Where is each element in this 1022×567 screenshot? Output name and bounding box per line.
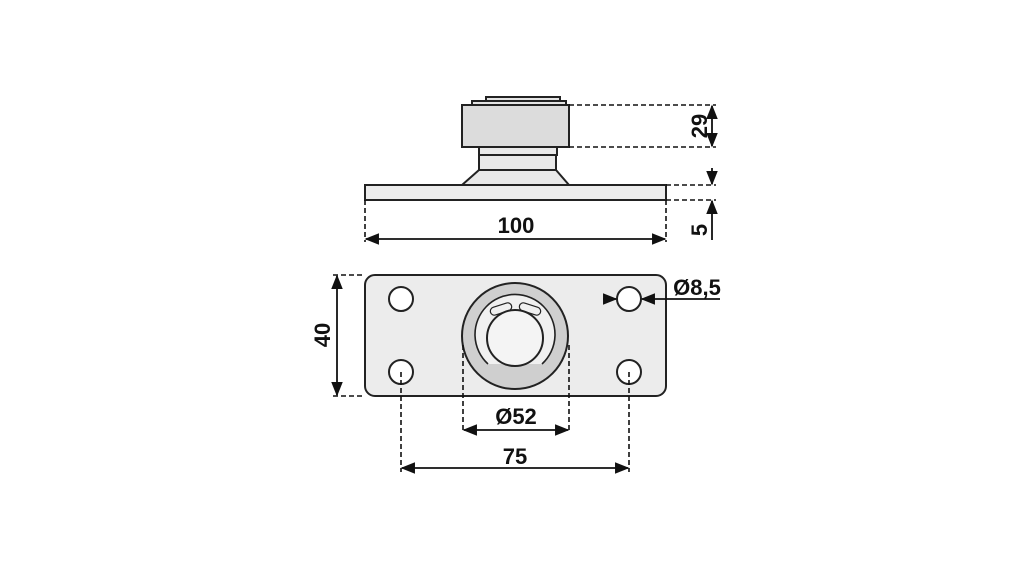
dim-label-52: Ø52: [495, 404, 537, 429]
dim-label-29: 29: [687, 114, 712, 138]
dimension-plate-width: 40: [310, 274, 365, 397]
cap-body: [461, 104, 570, 148]
mount-hole: [616, 286, 642, 312]
dimension-hole-diameter: Ø8,5: [603, 275, 721, 305]
dim-label-40: 40: [310, 323, 335, 347]
dimension-boss-diameter: Ø52: [462, 345, 570, 436]
center-bore: [486, 309, 544, 367]
plan-view: [364, 274, 667, 397]
side-view: [364, 96, 667, 201]
dimension-plate-length: 100: [364, 200, 667, 245]
dim-label-75: 75: [503, 444, 527, 469]
dim-label-100: 100: [498, 213, 535, 238]
mount-hole: [388, 286, 414, 312]
dim-label-hole: Ø8,5: [673, 275, 721, 300]
dimension-cap-height: 29: [569, 104, 718, 148]
dimension-hole-spacing: 75: [400, 372, 630, 474]
neck-cone: [459, 169, 572, 186]
neck-lower: [478, 154, 557, 171]
dim-label-5: 5: [687, 224, 712, 236]
dimension-plate-thickness: 5: [666, 168, 718, 240]
neck-upper: [478, 146, 558, 156]
plate-side: [364, 184, 667, 201]
